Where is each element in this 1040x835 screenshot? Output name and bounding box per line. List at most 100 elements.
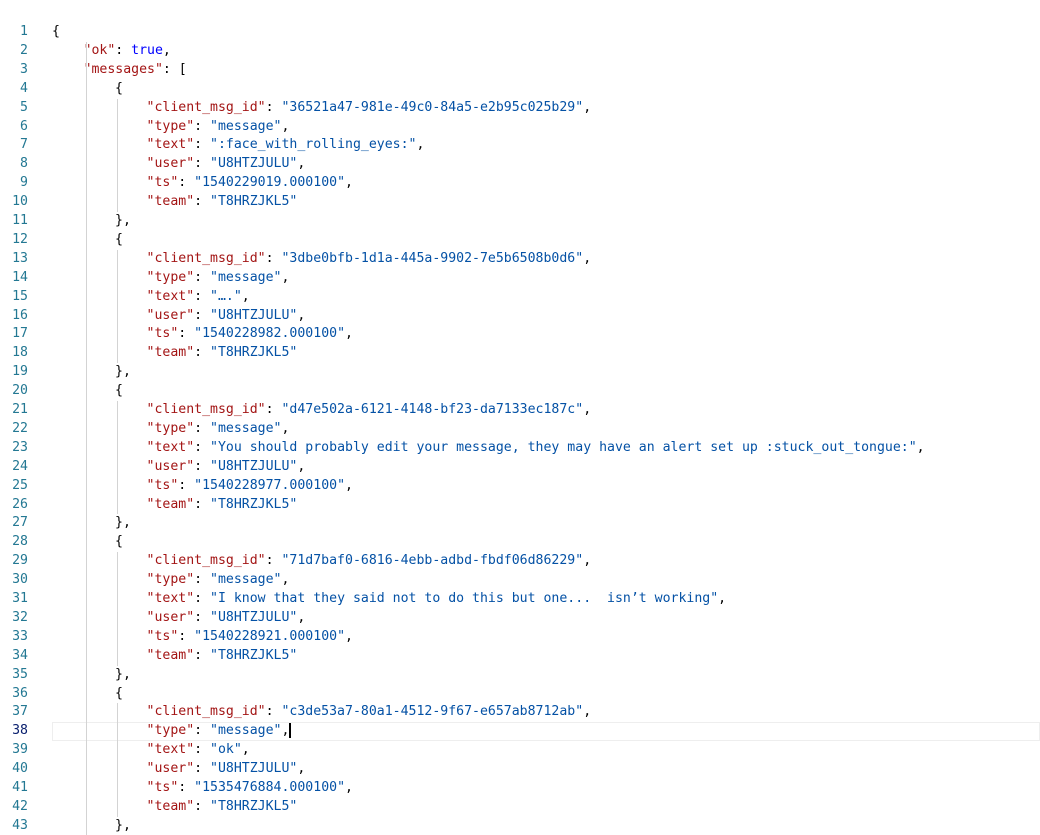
code-line[interactable]: }, xyxy=(52,666,1040,685)
json-key: "user" xyxy=(146,761,195,777)
code-line[interactable]: "user": "U8HTZJULU", xyxy=(52,458,1040,477)
line-number: 1 xyxy=(20,24,28,39)
line-number: 26 xyxy=(12,496,28,512)
code-line[interactable]: "ok": true, xyxy=(52,42,1040,61)
code-line[interactable]: "client_msg_id": "d47e502a-6121-4148-bf2… xyxy=(52,401,1040,420)
code-line[interactable]: { xyxy=(52,23,1040,42)
json-punctuation: , xyxy=(583,250,592,266)
code-line[interactable]: "team": "T8HRZJKL5" xyxy=(52,344,1040,363)
code-line[interactable]: "messages": [ xyxy=(52,61,1040,80)
json-punctuation: : xyxy=(194,572,211,588)
code-line[interactable]: { xyxy=(52,685,1040,704)
code-line[interactable]: "ts": "1540228977.000100", xyxy=(52,477,1040,496)
json-string: "message" xyxy=(210,572,282,588)
json-punctuation: , xyxy=(297,609,306,625)
json-string: "T8HRZJKL5" xyxy=(210,647,298,663)
code-line[interactable]: { xyxy=(52,533,1040,552)
json-literal: true xyxy=(131,42,163,58)
json-punctuation: , xyxy=(345,780,353,795)
line-number: 17 xyxy=(12,326,28,342)
json-punctuation: , xyxy=(241,288,250,304)
code-line[interactable]: }, xyxy=(52,212,1040,231)
json-punctuation: : xyxy=(194,137,211,153)
indent-guide xyxy=(117,401,118,515)
text-cursor xyxy=(289,722,292,739)
code-line[interactable]: "client_msg_id": "3dbe0bfb-1d1a-445a-990… xyxy=(52,250,1040,269)
json-punctuation: : xyxy=(194,798,211,814)
line-number: 37 xyxy=(12,704,28,720)
indent-guide xyxy=(117,98,118,212)
code-line[interactable]: "team": "T8HRZJKL5" xyxy=(52,798,1040,817)
code-area[interactable]: {"ok": true,"messages": [{"client_msg_id… xyxy=(52,0,1040,835)
code-line[interactable]: "user": "U8HTZJULU", xyxy=(52,609,1040,628)
code-line[interactable]: "team": "T8HRZJKL5" xyxy=(52,647,1040,666)
json-punctuation: , xyxy=(281,269,290,285)
line-number: 31 xyxy=(12,591,28,606)
json-punctuation: , xyxy=(281,572,290,588)
indent-guide xyxy=(85,41,87,835)
json-punctuation: , xyxy=(281,420,290,436)
json-punctuation: : xyxy=(265,704,282,720)
json-string: "36521a47-981e-49c0-84a5-e2b95c025b29" xyxy=(281,99,584,115)
code-line[interactable]: "ts": "1540228921.000100", xyxy=(52,628,1040,647)
json-key: "user" xyxy=(146,156,195,172)
code-line[interactable]: "team": "T8HRZJKL5" xyxy=(52,193,1040,212)
json-key: "type" xyxy=(146,118,195,134)
json-punctuation: : xyxy=(194,742,211,758)
code-line[interactable]: }, xyxy=(52,363,1040,382)
json-punctuation: : xyxy=(194,307,211,323)
code-line[interactable]: { xyxy=(52,231,1040,250)
code-line[interactable]: { xyxy=(52,382,1040,401)
json-string: "ok" xyxy=(210,742,242,758)
code-line[interactable]: "text": "ok", xyxy=(52,741,1040,760)
json-punctuation: : [ xyxy=(162,61,187,77)
code-line[interactable]: { xyxy=(52,80,1040,99)
code-line[interactable]: "ts": "1535476884.000100", xyxy=(52,779,1040,798)
code-line[interactable]: "team": "T8HRZJKL5" xyxy=(52,496,1040,515)
line-number: 4 xyxy=(20,80,28,96)
json-string: "You should probably edit your message, … xyxy=(210,439,917,455)
code-line[interactable]: "type": "message", xyxy=(52,269,1040,288)
code-line[interactable]: "user": "U8HTZJULU", xyxy=(52,307,1040,326)
line-number: 6 xyxy=(20,118,28,134)
json-string: "message" xyxy=(210,118,282,134)
line-number: 5 xyxy=(20,99,28,115)
code-line[interactable]: "text": "You should probably edit your m… xyxy=(52,439,1040,458)
json-punctuation: , xyxy=(345,628,353,644)
line-number: 15 xyxy=(12,288,28,304)
code-line[interactable]: "type": "message", xyxy=(52,571,1040,590)
json-key: "user" xyxy=(146,307,195,323)
json-key: "text" xyxy=(146,591,195,606)
json-punctuation: , xyxy=(297,458,306,474)
code-line[interactable]: "type": "message", xyxy=(52,420,1040,439)
code-line[interactable]: "client_msg_id": "36521a47-981e-49c0-84a… xyxy=(52,99,1040,118)
code-line[interactable]: }, xyxy=(52,817,1040,835)
json-punctuation: , xyxy=(297,156,306,172)
json-punctuation: : xyxy=(265,402,282,417)
json-punctuation: { xyxy=(115,534,123,550)
code-line[interactable]: "type": "message", xyxy=(52,722,1040,742)
line-number: 30 xyxy=(12,572,28,588)
json-string: "T8HRZJKL5" xyxy=(210,194,298,210)
code-line[interactable]: "ts": "1540229019.000100", xyxy=(52,174,1040,193)
json-punctuation: , xyxy=(281,118,290,134)
json-punctuation: , xyxy=(583,704,592,720)
code-line[interactable]: "type": "message", xyxy=(52,118,1040,137)
json-punctuation: : xyxy=(194,420,211,436)
json-punctuation: }, xyxy=(115,364,131,380)
line-number: 42 xyxy=(12,798,28,814)
json-string: "3dbe0bfb-1d1a-445a-9902-7e5b6508b0d6" xyxy=(281,250,584,266)
code-line[interactable]: "text": ":face_with_rolling_eyes:", xyxy=(52,136,1040,155)
code-line[interactable]: "user": "U8HTZJULU", xyxy=(52,155,1040,174)
json-string: "message" xyxy=(210,269,282,285)
code-line[interactable]: "user": "U8HTZJULU", xyxy=(52,760,1040,779)
json-string: "…." xyxy=(210,288,242,304)
code-line[interactable]: "ts": "1540228982.000100", xyxy=(52,325,1040,344)
code-line[interactable]: "text": "….", xyxy=(52,288,1040,307)
code-line[interactable]: "text": "I know that they said not to do… xyxy=(52,590,1040,609)
code-line[interactable]: "client_msg_id": "c3de53a7-80a1-4512-9f6… xyxy=(52,703,1040,722)
code-line[interactable]: }, xyxy=(52,514,1040,533)
code-line[interactable]: "client_msg_id": "71d7baf0-6816-4ebb-adb… xyxy=(52,552,1040,571)
line-number: 23 xyxy=(12,439,28,455)
